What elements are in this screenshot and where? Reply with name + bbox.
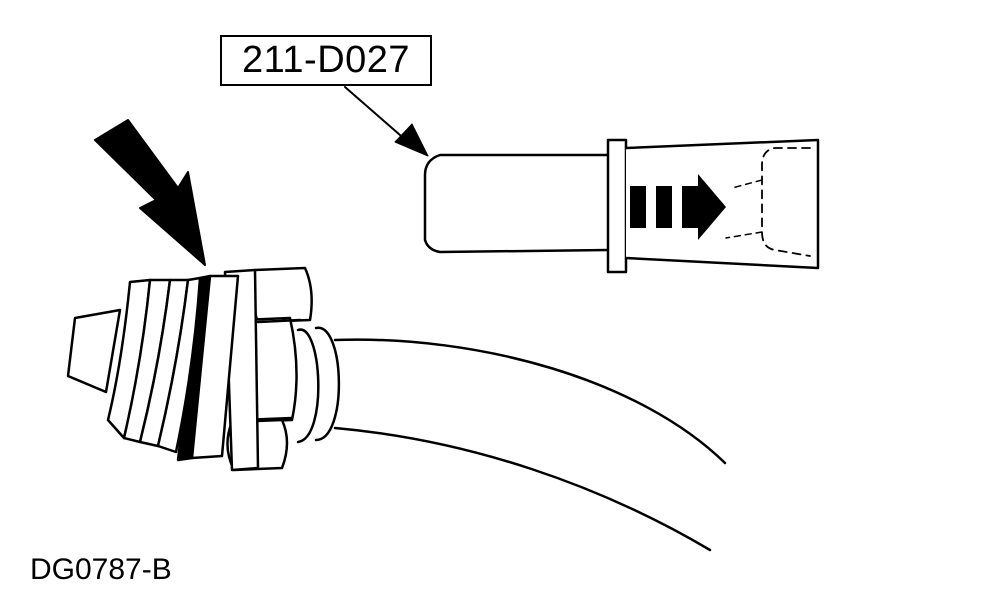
location-arrow-icon (94, 119, 206, 266)
protective-cap (423, 138, 820, 274)
thread-ridges (106, 276, 202, 454)
direction-arrow-icon (630, 174, 726, 240)
fitting-nose (66, 308, 122, 394)
figure-id-label: DG0787-B (30, 553, 172, 586)
hose-collar (296, 326, 341, 444)
callout-leader (344, 86, 429, 157)
hose-tube (333, 338, 727, 552)
sealing-washer (176, 274, 240, 462)
tool-number-callout: 211-D027 (220, 35, 432, 86)
tool-number-label: 211-D027 (241, 39, 411, 81)
